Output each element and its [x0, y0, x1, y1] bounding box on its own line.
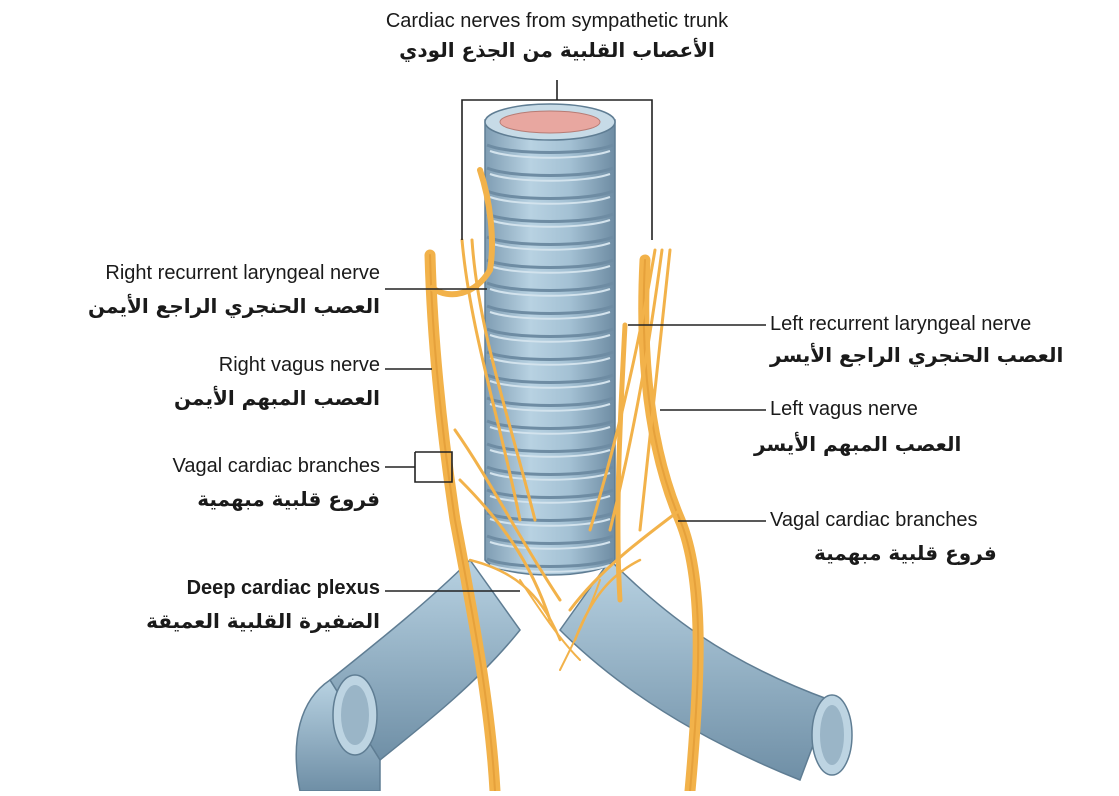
label-deep-plexus-ar: الضفيرة القلبية العميقة	[146, 610, 380, 633]
label-vagal-left: Vagal cardiac branches فروع قلبية مبهمية	[770, 509, 997, 565]
label-left-vagus: Left vagus nerve العصب المبهم الأيسر	[770, 398, 961, 456]
trachea	[485, 104, 615, 575]
label-sympathetic-en: Cardiac nerves from sympathetic trunk	[307, 10, 807, 33]
label-right-recurrent-en: Right recurrent laryngeal nerve	[88, 262, 380, 285]
label-vagal-right-en: Vagal cardiac branches	[172, 455, 380, 478]
label-deep-plexus: Deep cardiac plexus الضفيرة القلبية العم…	[146, 577, 380, 633]
label-vagal-left-ar: فروع قلبية مبهمية	[814, 542, 997, 565]
label-left-recurrent: Left recurrent laryngeal nerve العصب الح…	[770, 313, 1063, 367]
label-vagal-left-en: Vagal cardiac branches	[770, 509, 997, 532]
label-sympathetic: Cardiac nerves from sympathetic trunk ال…	[307, 10, 807, 62]
label-left-recurrent-ar: العصب الحنجري الراجع الأيسر	[770, 344, 1063, 367]
label-right-vagus-en: Right vagus nerve	[174, 354, 380, 377]
label-right-vagus: Right vagus nerve العصب المبهم الأيمن	[174, 354, 380, 410]
label-left-recurrent-en: Left recurrent laryngeal nerve	[770, 313, 1063, 336]
label-sympathetic-ar: الأعصاب القلبية من الجذع الودي	[307, 39, 807, 62]
label-left-vagus-ar: العصب المبهم الأيسر	[754, 433, 961, 456]
label-right-recurrent-ar: العصب الحنجري الراجع الأيمن	[88, 295, 380, 318]
label-vagal-right-ar: فروع قلبية مبهمية	[172, 488, 380, 511]
label-left-vagus-en: Left vagus nerve	[770, 398, 961, 421]
right-bronchus	[560, 560, 852, 780]
label-deep-plexus-en: Deep cardiac plexus	[146, 577, 380, 600]
label-vagal-right: Vagal cardiac branches فروع قلبية مبهمية	[172, 455, 380, 511]
label-right-vagus-ar: العصب المبهم الأيمن	[174, 387, 380, 410]
label-right-recurrent: Right recurrent laryngeal nerve العصب ال…	[88, 262, 380, 318]
